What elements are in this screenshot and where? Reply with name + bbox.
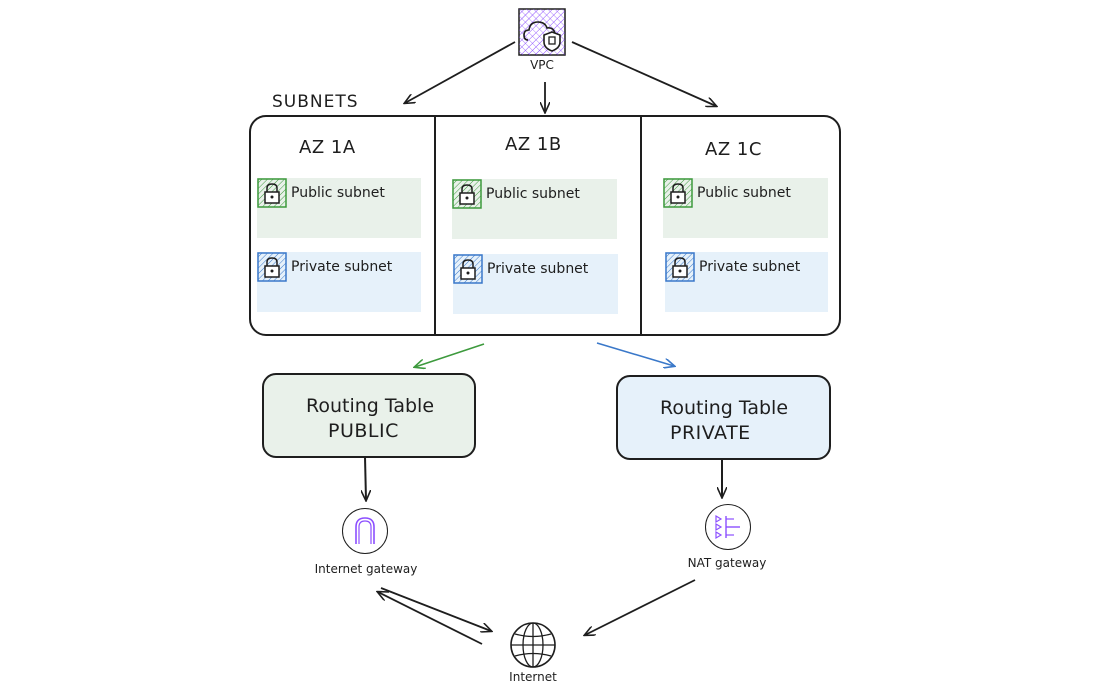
subnets-container [249, 115, 841, 336]
az-1c-title: AZ 1C [705, 139, 762, 160]
arrow-vpc-left [405, 41, 516, 103]
routing-table-public-title: Routing Table [306, 395, 435, 417]
az-1b-title: AZ 1B [505, 134, 562, 155]
vpc-cloud-shield-icon [518, 8, 566, 56]
az-1a-public-subnet[interactable]: Public subnet [257, 178, 421, 238]
arrow-to-private-rt [596, 342, 674, 366]
routing-table-private-type: PRIVATE [670, 422, 751, 444]
internet-gateway-node[interactable] [342, 508, 388, 554]
az-1c-public-subnet[interactable]: Public subnet [663, 178, 828, 238]
private-subnet-label: Private subnet [291, 259, 393, 275]
az-1a-title: AZ 1A [299, 137, 356, 158]
globe-icon [510, 622, 556, 668]
az-1b-private-subnet[interactable]: Private subnet [453, 254, 618, 314]
arrow-public-rt-to-igw [365, 456, 366, 500]
private-subnet-lock-icon [453, 254, 483, 284]
public-subnet-lock-icon [452, 179, 482, 209]
vpc-node[interactable] [518, 8, 566, 56]
arrow-internet-to-igw [378, 592, 483, 645]
nat-gateway-node[interactable] [705, 504, 751, 550]
public-subnet-label: Public subnet [486, 186, 580, 202]
internet-gateway-label: Internet gateway [314, 562, 418, 576]
internet-label: Internet [509, 670, 557, 684]
public-subnet-lock-icon [257, 178, 287, 208]
private-subnet-label: Private subnet [699, 259, 801, 275]
arrow-vpc-right [571, 41, 716, 106]
subnets-title: SUBNETS [272, 92, 359, 112]
vpc-label: VPC [530, 58, 554, 72]
public-subnet-lock-icon [663, 178, 693, 208]
az-1c-private-subnet[interactable]: Private subnet [665, 252, 828, 312]
private-subnet-label: Private subnet [487, 261, 589, 277]
routing-table-private-title: Routing Table [660, 397, 789, 419]
az-1b-public-subnet[interactable]: Public subnet [452, 179, 617, 239]
az-1a-private-subnet[interactable]: Private subnet [257, 252, 421, 312]
internet-gateway-icon [355, 517, 375, 544]
routing-table-private[interactable]: Routing Table PRIVATE [616, 375, 831, 460]
arrow-nat-to-internet [585, 579, 696, 635]
public-subnet-label: Public subnet [697, 185, 791, 201]
public-subnet-label: Public subnet [291, 185, 385, 201]
private-subnet-lock-icon [665, 252, 695, 282]
arrow-to-public-rt [415, 343, 485, 367]
private-subnet-lock-icon [257, 252, 287, 282]
internet-node[interactable] [509, 621, 557, 669]
routing-table-public-type: PUBLIC [328, 420, 399, 442]
arrow-igw-to-internet [380, 587, 491, 631]
routing-table-public[interactable]: Routing Table PUBLIC [262, 373, 476, 458]
nat-gateway-icon [715, 514, 740, 540]
nat-gateway-label: NAT gateway [687, 556, 767, 570]
